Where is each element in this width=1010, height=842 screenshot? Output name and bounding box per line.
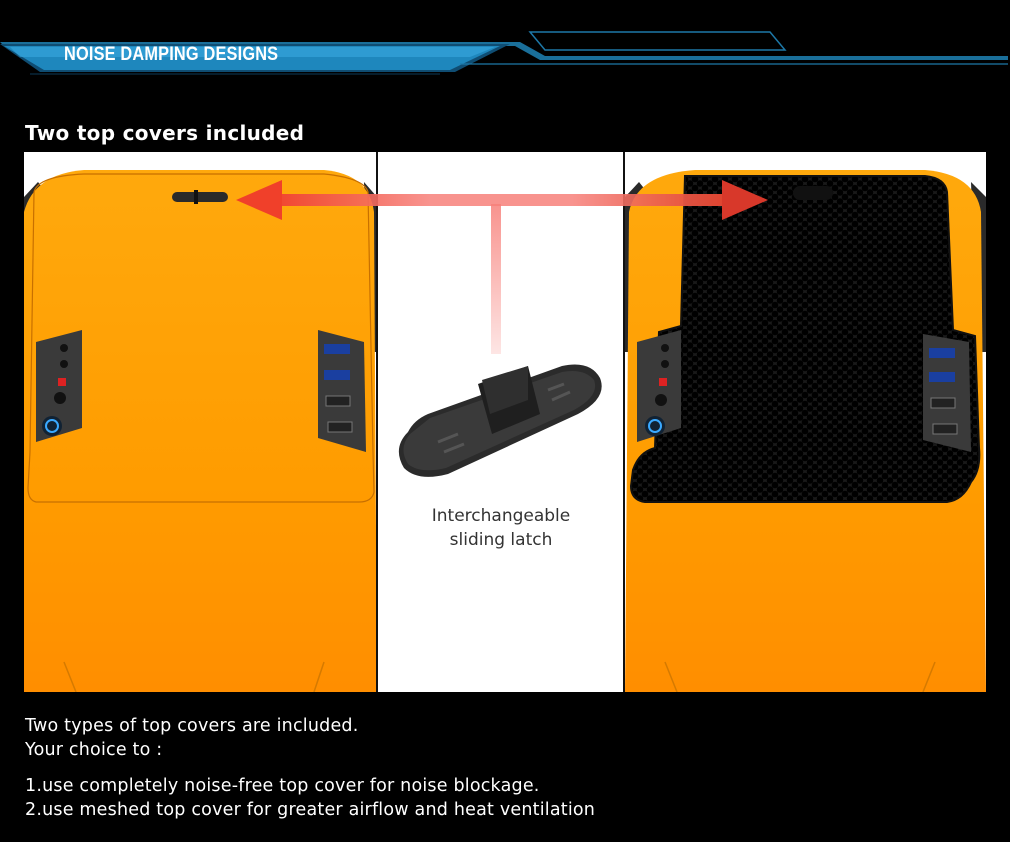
description-list-item: 2.use meshed top cover for greater airfl… [25,800,596,820]
sliding-latch-panel: Interchangeable sliding latch [378,152,624,692]
panel-divider [623,152,625,692]
page-title: NOISE DAMPING DESIGNS [64,44,279,65]
sliding-latch-image [398,364,602,477]
latch-caption: Interchangeable sliding latch [378,504,624,552]
top-cover-figure: Interchangeable sliding latch [24,152,986,692]
latch-caption-line2: sliding latch [449,530,553,550]
description-line-2: Your choice to : [25,740,163,760]
latch-caption-line1: Interchangeable [431,506,571,526]
description-line-1: Two types of top covers are included. [25,716,359,736]
section-heading: Two top covers included [25,121,305,145]
mesh-cover-case-image [625,152,986,692]
solid-cover-case-image [24,152,377,692]
panel-divider [376,152,378,692]
header-banner [0,31,1008,75]
description-list-item: 1.use completely noise-free top cover fo… [25,776,540,796]
